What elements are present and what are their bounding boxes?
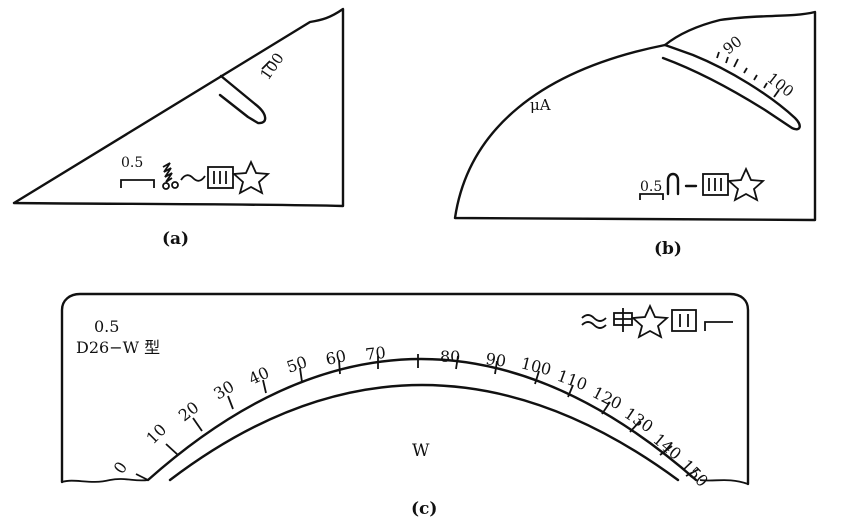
panel-a-caption: (a): [162, 229, 189, 249]
panel-b-unit: μA: [530, 96, 551, 114]
panel-c-scale-label-50: 50: [284, 352, 309, 377]
panel-c: 0 10 20 30 40 50 60 70 80 90 100 110 120…: [60, 292, 750, 519]
star-icon: [630, 303, 670, 339]
panel-c-scale-label-90: 90: [484, 349, 507, 371]
panel-a-scale-tick: [261, 60, 271, 70]
panel-c-scale-arc-inner: [168, 383, 680, 482]
star-icon: [726, 166, 766, 202]
ac-tilde-icon: [180, 174, 206, 182]
horizontal-mount-icon: [704, 321, 733, 331]
panel-a-accuracy-class: 0.5: [121, 155, 143, 171]
panel-b-window: [661, 43, 801, 131]
panel-c-accuracy-class: 0.5: [94, 317, 119, 336]
panel-c-scale-label-30: 30: [210, 377, 237, 404]
panel-c-caption: (c): [411, 499, 437, 519]
panel-c-scale-label-140: 140: [649, 430, 685, 464]
panel-c-bottom-edge-right: [699, 479, 749, 485]
panel-c-unit: W: [412, 441, 430, 461]
panel-c-scale-ticks: [135, 354, 700, 481]
horizontal-mount-icon: [120, 179, 155, 188]
star-icon: [231, 159, 271, 195]
panel-c-scale-label-10: 10: [142, 420, 170, 448]
panel-b-caption: (b): [654, 239, 682, 259]
panel-c-scale-label-40: 40: [246, 363, 272, 389]
panel-c-bottom-edge-left: [61, 478, 149, 483]
ac-tilde-icon: [581, 314, 607, 329]
class-III-box-icon: [207, 166, 234, 189]
magnet-icon: [666, 172, 680, 196]
panel-c-scale-label-0: 0: [110, 458, 131, 477]
horizontal-mount-icon: [639, 193, 664, 200]
panel-c-scale-arc-outer: [146, 357, 698, 482]
panel-b-scale-ticks: [716, 51, 780, 98]
class-II-box-icon: [671, 309, 697, 332]
panel-b: 90 100 μA 0.5 (b): [453, 10, 817, 259]
panel-c-outline: [60, 292, 750, 486]
panel-c-scale-label-120: 120: [589, 383, 625, 414]
electrodynamic-icon: [613, 308, 633, 332]
panel-c-scale-label-130: 130: [621, 404, 657, 437]
panel-c-model: D26−W 型: [76, 338, 160, 357]
panel-a-outline: [12, 7, 345, 208]
panel-a-scale-label-100: 100: [257, 50, 288, 84]
class-III-box-icon: [702, 173, 729, 196]
panel-c-scale-label-150: 150: [677, 456, 712, 491]
panel-c-scale-label-80: 80: [440, 347, 460, 366]
panel-b-accuracy-class: 0.5: [640, 179, 662, 195]
panel-b-outline: [453, 10, 817, 222]
panel-a: 100 0.5 (a): [12, 7, 345, 249]
spring-icon: [162, 162, 179, 190]
panel-b-scale-label-90: 90: [719, 32, 745, 58]
panel-a-window: [218, 74, 267, 125]
panel-c-scale-label-60: 60: [324, 346, 348, 369]
panel-c-scale-label-70: 70: [364, 343, 386, 364]
panel-c-scale-label-20: 20: [175, 398, 203, 426]
